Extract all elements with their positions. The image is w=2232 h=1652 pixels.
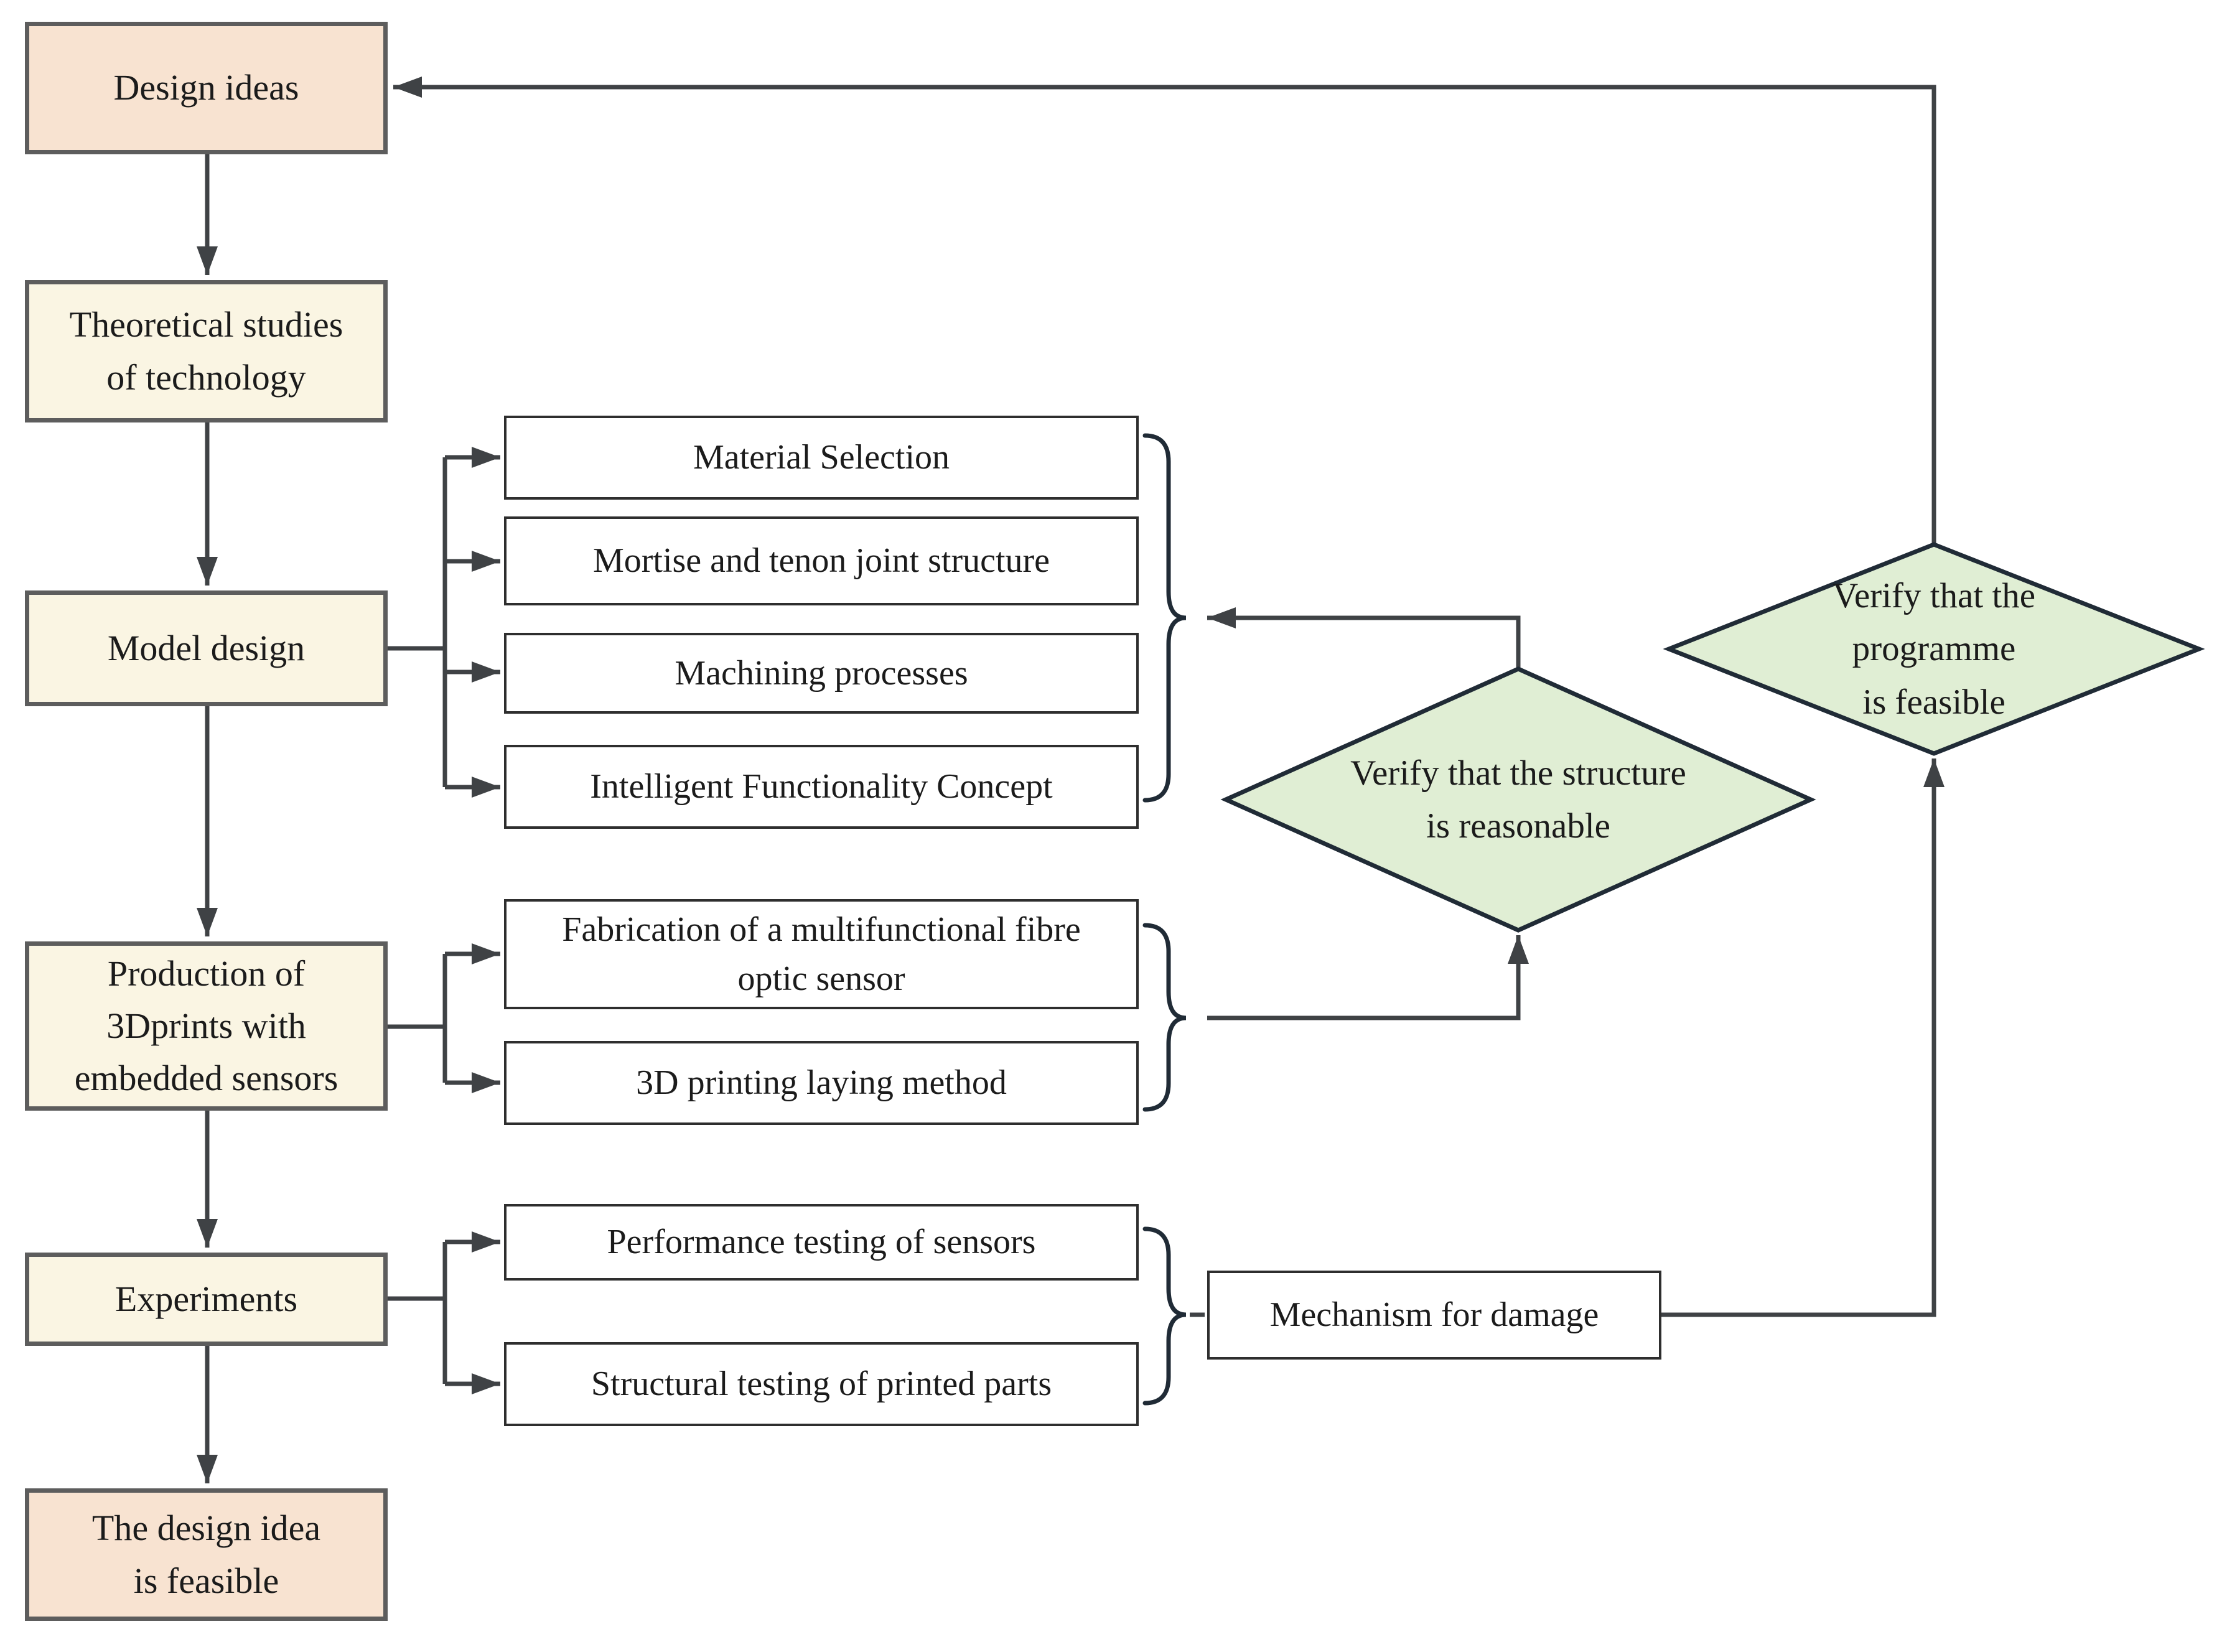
label-line: Intelligent Functionality Concept bbox=[590, 767, 1053, 806]
experiments-box: Experiments bbox=[25, 1253, 388, 1346]
label-line: of technology bbox=[106, 357, 306, 398]
label-line: optic sensor bbox=[737, 959, 905, 998]
design-ideas-box: Design ideas bbox=[25, 22, 388, 154]
label-line: Mechanism for damage bbox=[1269, 1295, 1599, 1335]
machining-processes-box: Machining processes bbox=[504, 633, 1139, 714]
brace-experiments-group bbox=[1142, 1226, 1187, 1406]
label-line: Mortise and tenon joint structure bbox=[592, 541, 1050, 581]
material-selection-box: Material Selection bbox=[504, 416, 1139, 500]
label-line: Production of bbox=[107, 953, 306, 994]
arrow-mechanism-to-programme-diamond bbox=[1661, 758, 1945, 1317]
label-line: 3D printing laying method bbox=[636, 1063, 1007, 1103]
label-line: Performance testing of sensors bbox=[607, 1223, 1036, 1262]
label-line: Theoretical studies bbox=[69, 304, 343, 345]
production-box: Production of 3Dprints with embedded senso… bbox=[25, 941, 388, 1111]
label-line: The design idea bbox=[91, 1508, 321, 1549]
design-feasible-box: The design idea is feasible bbox=[25, 1488, 388, 1621]
printing-laying-box: 3D printing laying method bbox=[504, 1041, 1139, 1125]
brace-production-group bbox=[1142, 923, 1187, 1112]
brace-model-group bbox=[1142, 433, 1187, 803]
label-line: 3Dprints with bbox=[106, 1005, 306, 1046]
verify-structure-diamond bbox=[1220, 666, 1816, 933]
label-line: Machining processes bbox=[675, 653, 968, 693]
mechanism-damage-box: Mechanism for damage bbox=[1207, 1271, 1661, 1360]
label-line: embedded sensors bbox=[74, 1058, 339, 1099]
arrow-structure-feedback-to-model-group bbox=[1207, 607, 1521, 669]
theoretical-studies-box: Theoretical studies of technology bbox=[25, 280, 388, 422]
arrow-production-group-to-structure-diamond bbox=[1207, 935, 1529, 1020]
model-design-box: Model design bbox=[25, 590, 388, 706]
label-line: is feasible bbox=[133, 1560, 279, 1601]
label-line: Experiments bbox=[114, 1278, 298, 1319]
verify-programme-diamond bbox=[1663, 542, 2205, 756]
performance-testing-box: Performance testing of sensors bbox=[504, 1204, 1139, 1281]
label-line: Structural testing of printed parts bbox=[591, 1365, 1052, 1404]
fabrication-sensor-box: Fabrication of a multifunctional fibre op… bbox=[504, 899, 1139, 1009]
label-line: Fabrication of a multifunctional fibre bbox=[562, 910, 1081, 950]
structural-testing-box: Structural testing of printed parts bbox=[504, 1342, 1139, 1426]
label-line: Material Selection bbox=[693, 438, 950, 477]
label-line: Model design bbox=[107, 627, 306, 668]
arrow-programme-feedback-to-design-ideas bbox=[393, 77, 1936, 544]
intelligent-functionality-box: Intelligent Functionality Concept bbox=[504, 745, 1139, 829]
label-line: Design ideas bbox=[113, 67, 299, 108]
mortise-tenon-box: Mortise and tenon joint structure bbox=[504, 516, 1139, 605]
